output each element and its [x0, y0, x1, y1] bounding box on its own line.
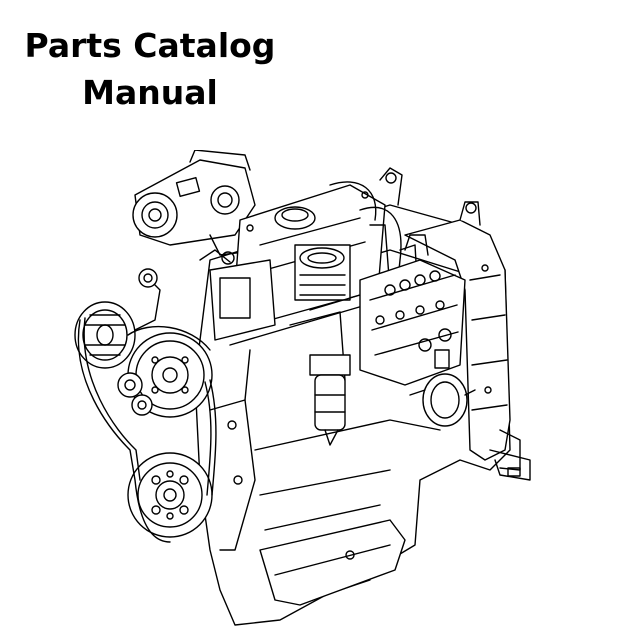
turbocharger — [133, 150, 260, 255]
drive-belt — [78, 318, 216, 542]
inlet-flange — [410, 374, 475, 426]
title-line-1: Parts Catalog — [24, 26, 276, 65]
intake-manifold — [200, 250, 275, 340]
lifting-eyes — [380, 168, 480, 225]
front-cover — [210, 350, 255, 550]
idler-pulleys — [118, 373, 152, 415]
crankshaft-pulley — [128, 453, 212, 537]
fuel-filter-canister — [310, 355, 350, 445]
fan-pulley — [128, 333, 212, 417]
page-title: Parts Catalog Manual — [0, 22, 300, 116]
alternator — [75, 269, 160, 368]
engine-illustration — [60, 150, 540, 630]
oil-pan — [260, 520, 405, 605]
engine-drawing-svg — [60, 150, 540, 630]
title-line-2: Manual — [82, 73, 218, 112]
fuel-filter-head — [295, 245, 350, 300]
engine-mount — [490, 450, 530, 480]
injection-pump — [360, 235, 465, 385]
